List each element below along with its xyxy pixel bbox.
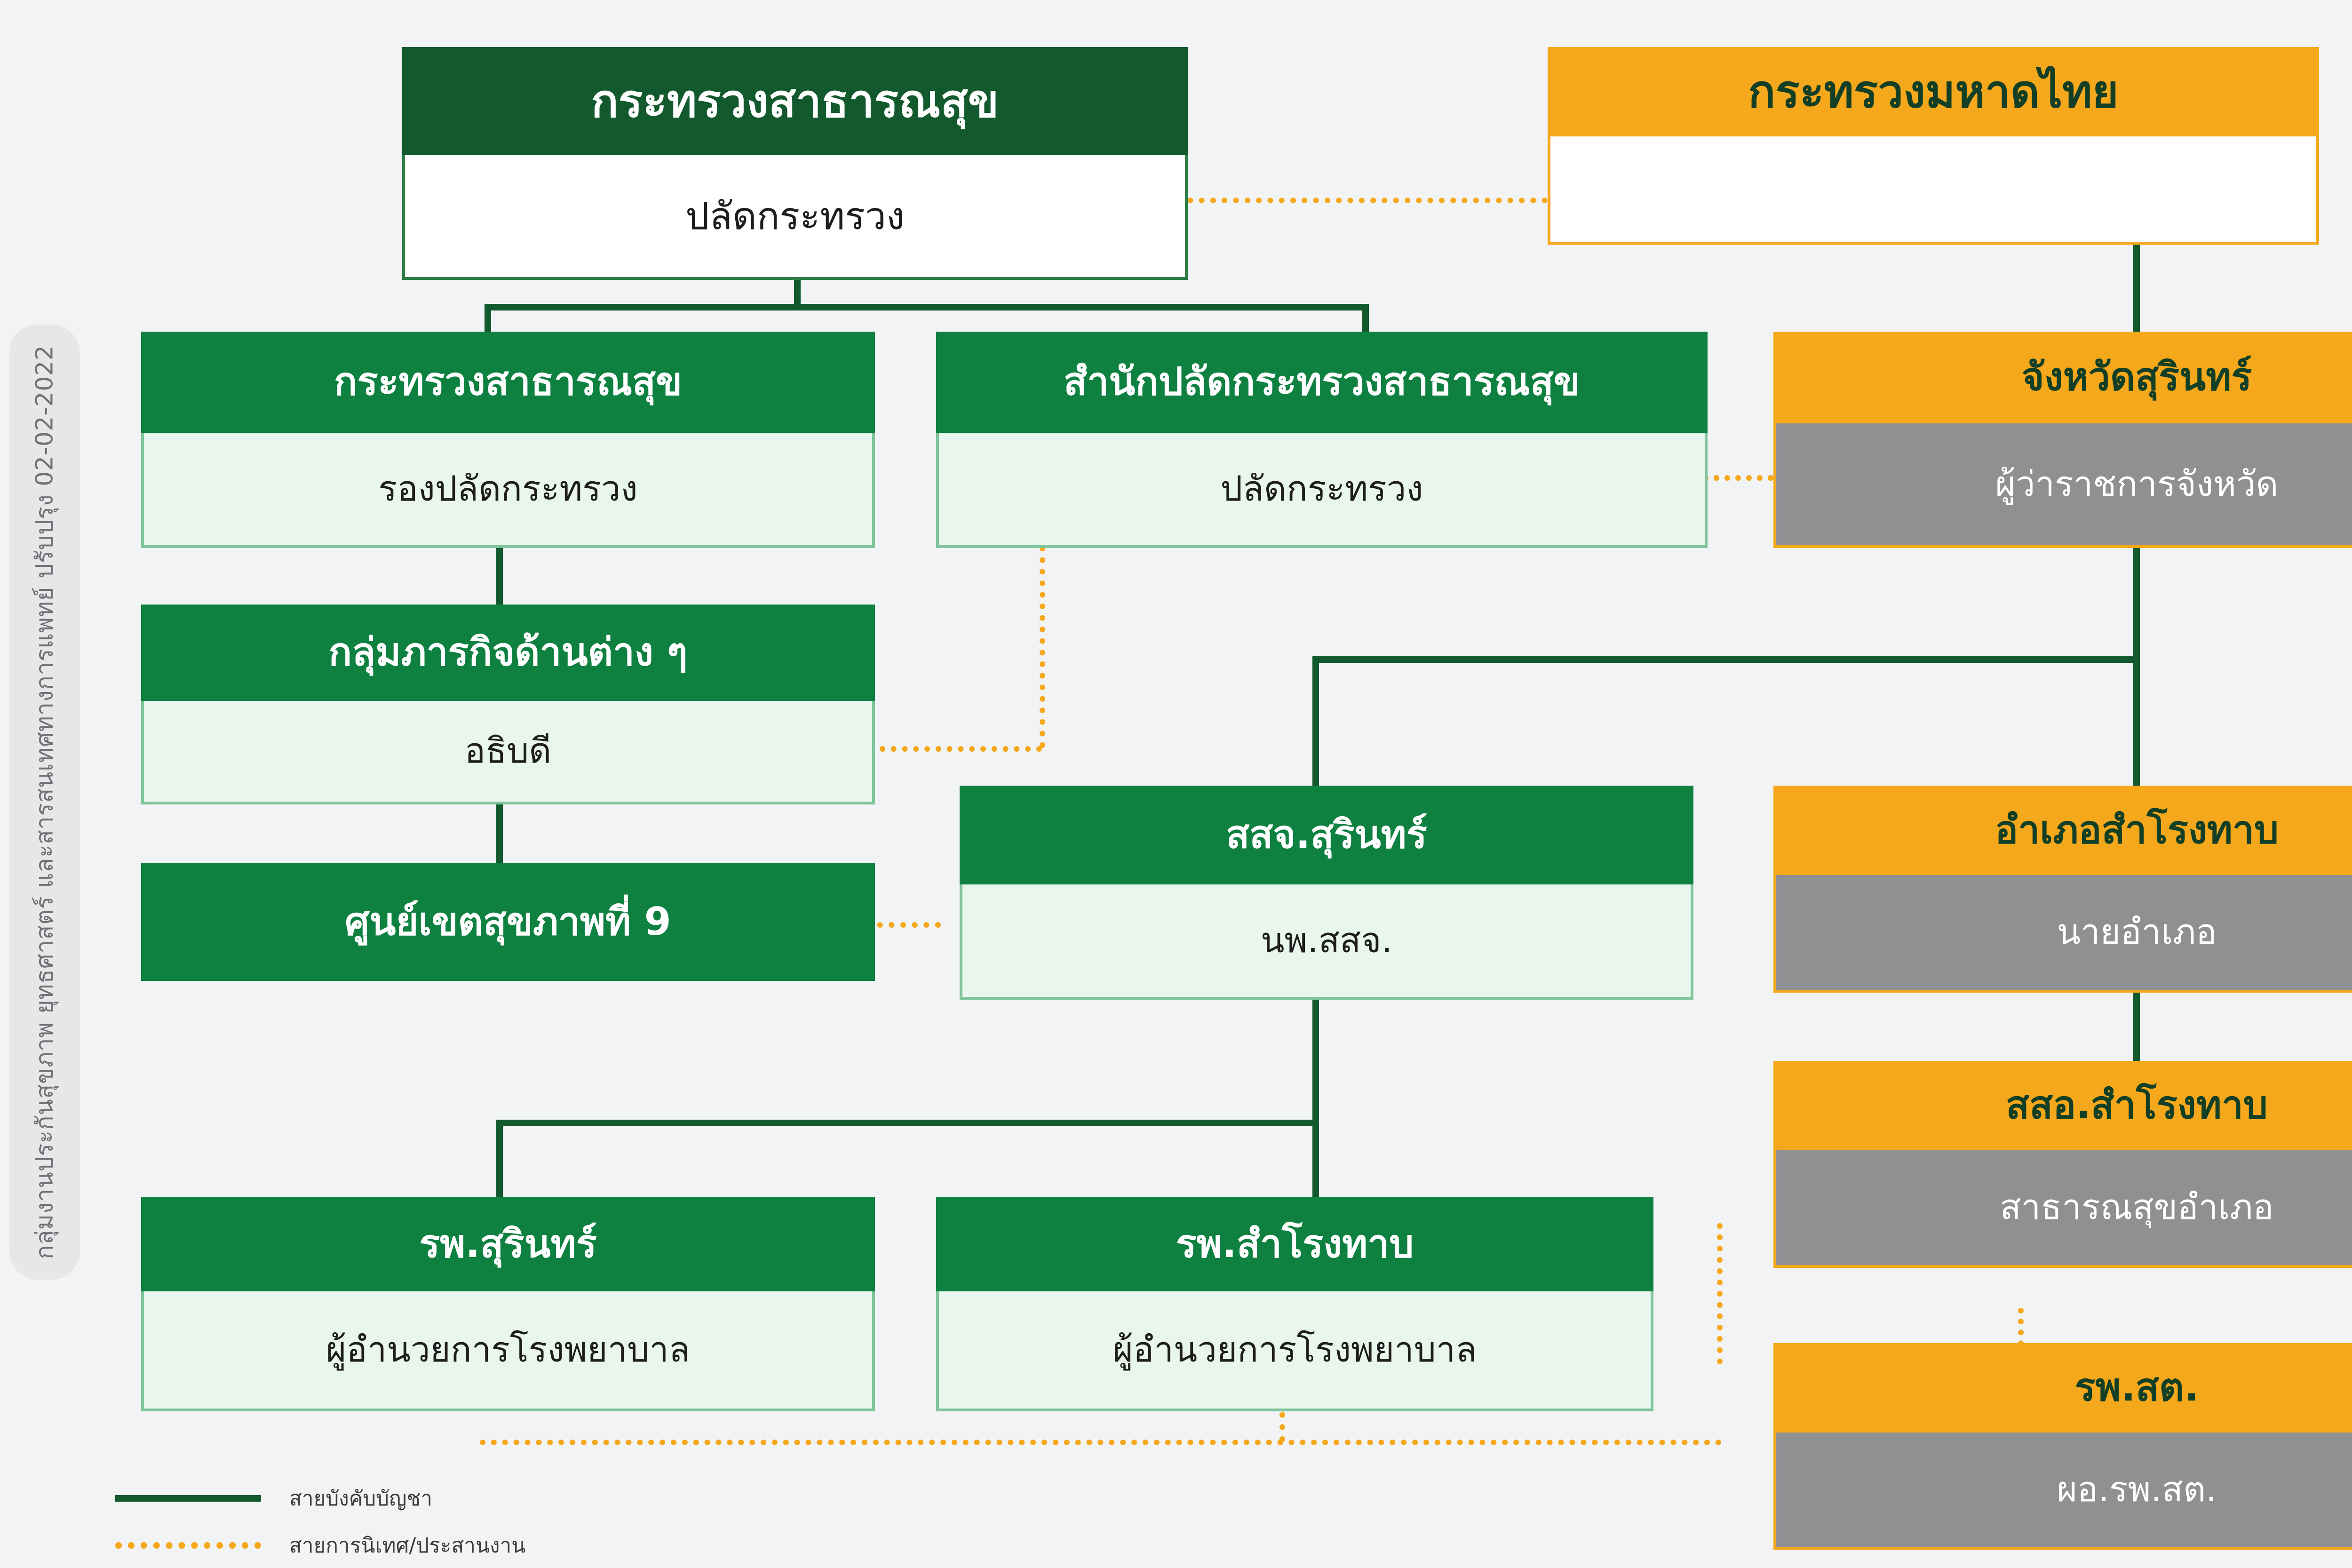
line-bus-top: [485, 304, 1369, 310]
node-sso-subtitle: สาธารณสุขอำเภอ: [1773, 1150, 2352, 1268]
legend-item-command: สายบังคับบัญชา: [115, 1482, 432, 1515]
node-interior-top-title: กระทรวงมหาดไทย: [1548, 47, 2319, 136]
node-cluster[interactable]: กลุ่มภารกิจด้านต่าง ๆ อธิบดี: [141, 605, 875, 804]
node-moph-office[interactable]: สำนักปลัดกระทรวงสาธารณสุข ปลัดกระทรวง: [936, 332, 1708, 548]
node-health-region[interactable]: ศูนย์เขตสุขภาพที่ 9: [141, 863, 875, 981]
dash-office-down: [1040, 546, 1045, 748]
dash-bottom-bus: [480, 1440, 1722, 1445]
line-hospital-bus: [496, 1120, 1319, 1126]
line-district-sso: [2133, 979, 2140, 1061]
node-sso[interactable]: สสอ.สำโรงทาบ สาธารณสุขอำเภอ: [1773, 1061, 2352, 1268]
node-cluster-title: กลุ่มภารกิจด้านต่าง ๆ: [141, 605, 875, 701]
line-province-to-ssj-bus: [1312, 656, 2140, 663]
node-health-region-title: ศูนย์เขตสุขภาพที่ 9: [141, 863, 875, 981]
line-bus-to-hosp-samrong: [1312, 1120, 1319, 1202]
node-moph-top-title: กระทรวงสาธารณสุข: [402, 47, 1188, 155]
line-moph-down: [794, 275, 801, 310]
dash-moph-interior: [1176, 198, 1548, 203]
node-hosp-samrong[interactable]: รพ.สำโรงทาบ ผู้อำนวยการโรงพยาบาล: [936, 1197, 1653, 1411]
line-cluster-region: [496, 800, 503, 866]
node-hosp-samrong-subtitle: ผู้อำนวยการโรงพยาบาล: [936, 1291, 1653, 1411]
dash-office-province: [1703, 475, 1773, 481]
node-moph-office-title: สำนักปลัดกระทรวงสาธารณสุข: [936, 332, 1708, 433]
node-rpsb-subtitle: ผอ.รพ.สต.: [1773, 1433, 2352, 1550]
node-hosp-surin-subtitle: ผู้อำนวยการโรงพยาบาล: [141, 1291, 875, 1411]
node-interior-top-subtitle: [1548, 136, 2319, 245]
line-bus-to-ssj: [1312, 656, 1319, 788]
line-bus-to-hosp-surin: [496, 1120, 503, 1202]
node-hosp-surin-title: รพ.สุรินทร์: [141, 1197, 875, 1291]
legend-dotted-line-icon: [115, 1542, 261, 1549]
node-moph-deputy-title: กระทรวงสาธารณสุข: [141, 332, 875, 433]
line-province-down: [2133, 536, 2140, 800]
node-district[interactable]: อำเภอสำโรงทาบ นายอำเภอ: [1773, 786, 2352, 993]
line-bus-right-drop: [1362, 304, 1369, 334]
node-province[interactable]: จังหวัดสุรินทร์ ผู้ว่าราชการจังหวัด: [1773, 332, 2352, 548]
node-hosp-samrong-title: รพ.สำโรงทาบ: [936, 1197, 1653, 1291]
side-label: กลุ่มงานประกันสุขภาพ ยุทธศาสตร์ และสารสน…: [9, 325, 80, 1280]
line-deputy-cluster: [496, 546, 503, 609]
node-interior-top[interactable]: กระทรวงมหาดไทย: [1548, 47, 2319, 245]
node-ssj-title: สสจ.สุรินทร์: [960, 786, 1693, 884]
node-rpsb[interactable]: รพ.สต. ผอ.รพ.สต.: [1773, 1343, 2352, 1550]
legend-label-coordination: สายการนิเทศ/ประสานงาน: [289, 1534, 526, 1558]
side-label-text: กลุ่มงานประกันสุขภาพ ยุทธศาสตร์ และสารสน…: [31, 345, 58, 1259]
node-sso-title: สสอ.สำโรงทาบ: [1773, 1061, 2352, 1150]
dash-cluster-right: [880, 746, 1042, 752]
dash-sso-down: [1717, 1223, 1723, 1364]
legend-item-coordination: สายการนิเทศ/ประสานงาน: [115, 1529, 525, 1562]
node-hosp-surin[interactable]: รพ.สุรินทร์ ผู้อำนวยการโรงพยาบาล: [141, 1197, 875, 1411]
node-rpsb-title: รพ.สต.: [1773, 1343, 2352, 1433]
node-moph-office-subtitle: ปลัดกระทรวง: [936, 433, 1708, 548]
node-ssj-subtitle: นพ.สสจ.: [960, 884, 1693, 1000]
node-province-title: จังหวัดสุรินทร์: [1773, 332, 2352, 423]
node-moph-deputy-subtitle: รองปลัดกระทรวง: [141, 433, 875, 548]
legend-label-command: สายบังคับบัญชา: [289, 1487, 433, 1511]
node-moph-top[interactable]: กระทรวงสาธารณสุข ปลัดกระทรวง: [402, 47, 1188, 280]
legend-solid-line-icon: [115, 1495, 261, 1502]
line-bus-left-drop: [485, 304, 491, 334]
node-province-subtitle: ผู้ว่าราชการจังหวัด: [1773, 423, 2352, 548]
line-ssj-down: [1312, 979, 1319, 1124]
node-moph-top-subtitle: ปลัดกระทรวง: [402, 155, 1188, 280]
dash-region-ssj: [866, 922, 941, 928]
node-moph-deputy[interactable]: กระทรวงสาธารณสุข รองปลัดกระทรวง: [141, 332, 875, 548]
node-district-title: อำเภอสำโรงทาบ: [1773, 786, 2352, 875]
node-ssj[interactable]: สสจ.สุรินทร์ นพ.สสจ.: [960, 786, 1693, 1000]
node-district-subtitle: นายอำเภอ: [1773, 875, 2352, 993]
node-cluster-subtitle: อธิบดี: [141, 701, 875, 804]
